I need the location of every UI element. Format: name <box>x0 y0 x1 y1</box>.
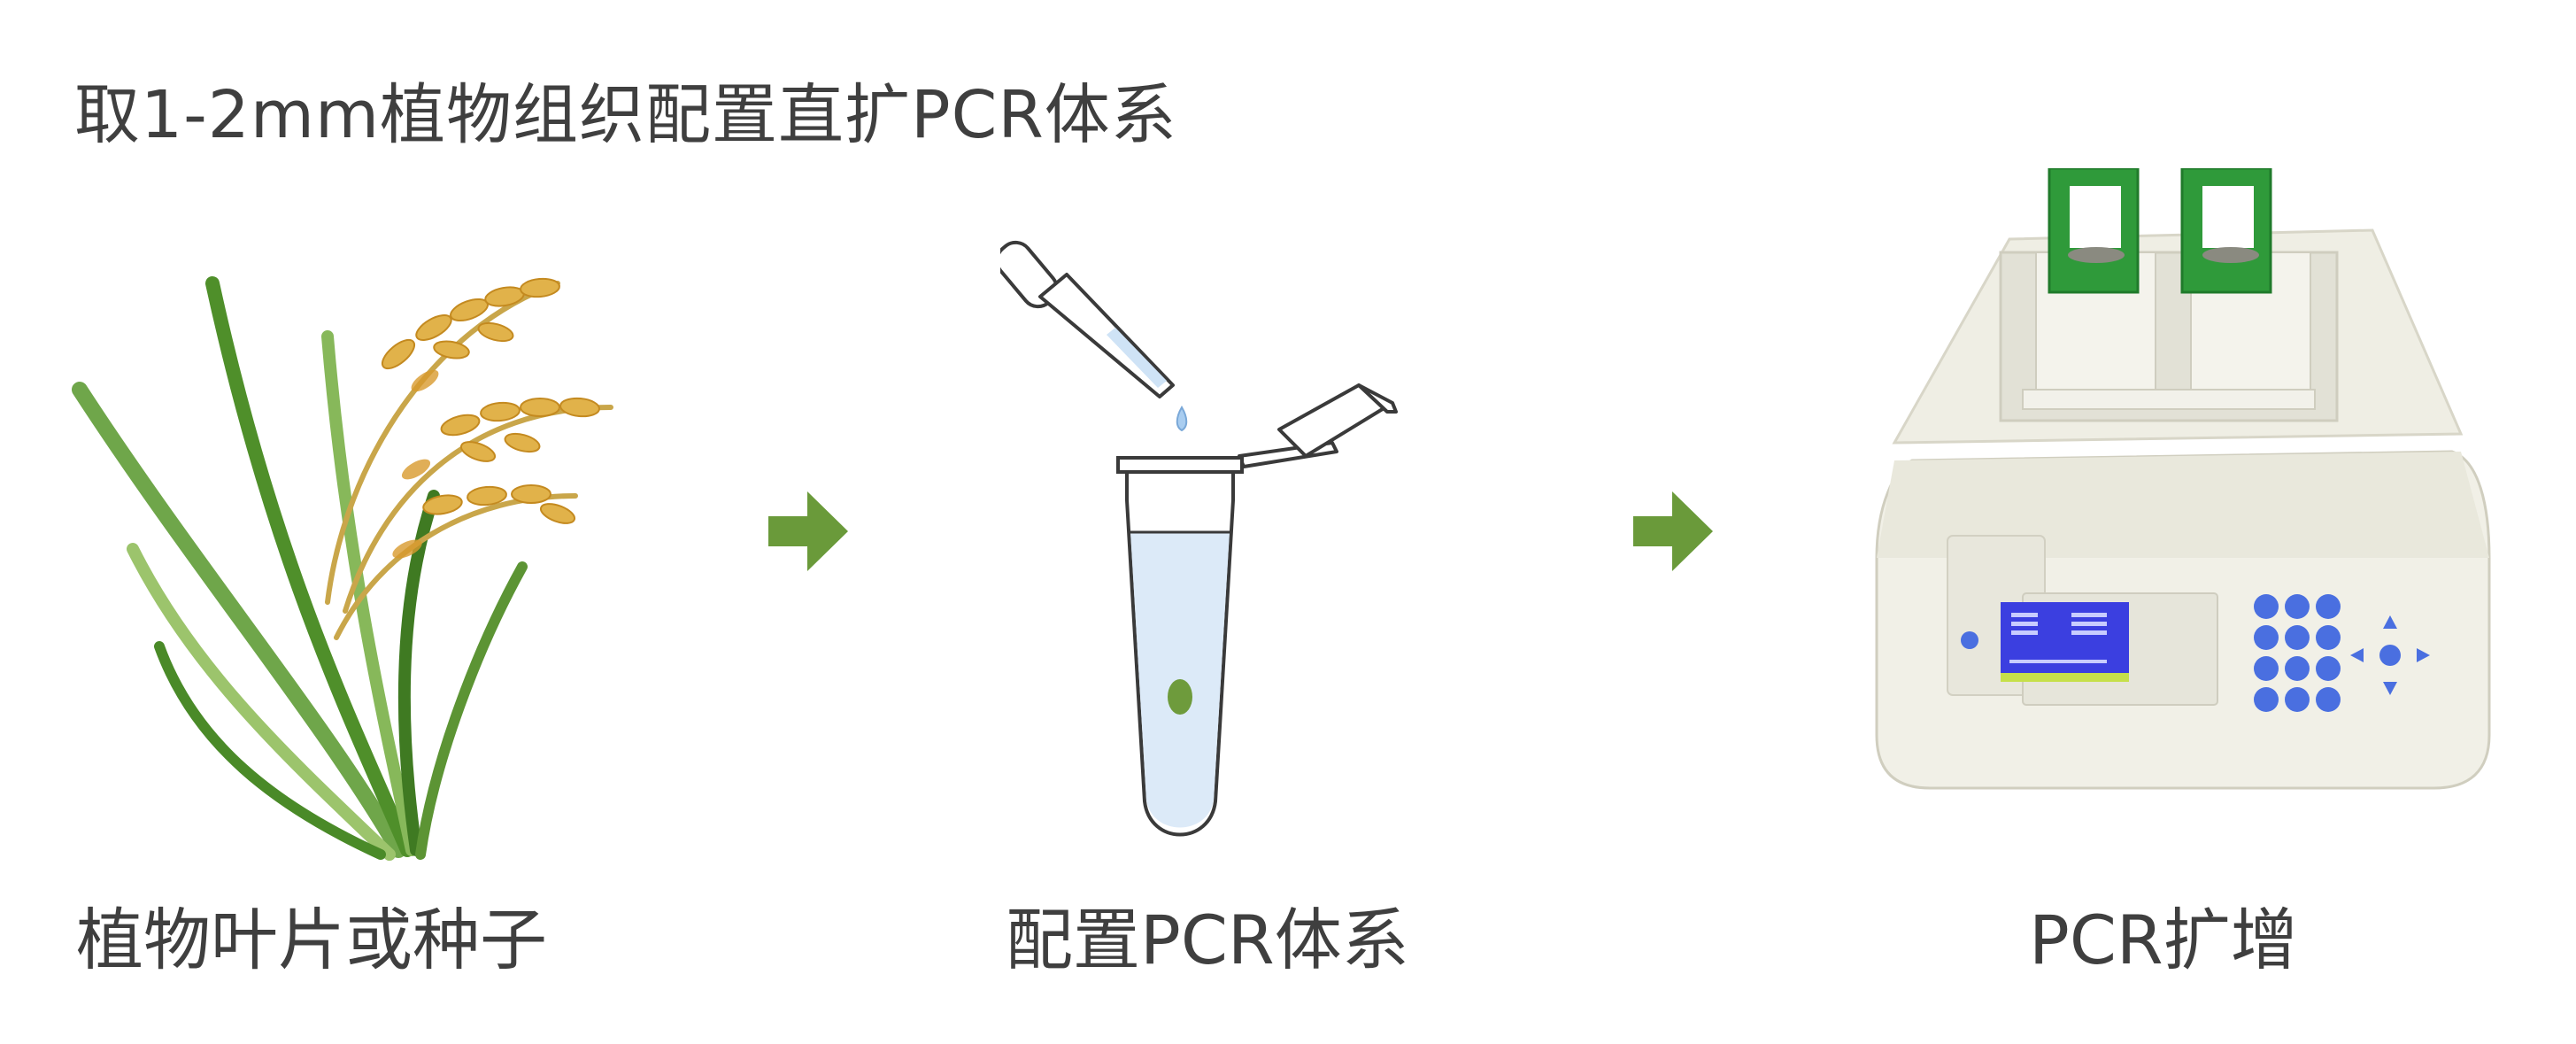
arrow-right-icon <box>768 491 848 571</box>
pcr-tube-icon <box>1116 383 1398 837</box>
step-caption-plant: 植物叶片或种子 <box>76 901 547 979</box>
page-title: 取1-2mm植物组织配置直扩PCR体系 <box>74 77 1177 153</box>
step-caption-pcr: PCR扩增 <box>2029 901 2298 979</box>
pcr-machine-icon <box>1875 168 2491 790</box>
step-caption-prep: 配置PCR体系 <box>1006 901 1409 979</box>
arrow-right-icon <box>1633 491 1713 571</box>
dropper-icon <box>1000 240 1188 432</box>
rice-plant-icon <box>72 276 613 861</box>
